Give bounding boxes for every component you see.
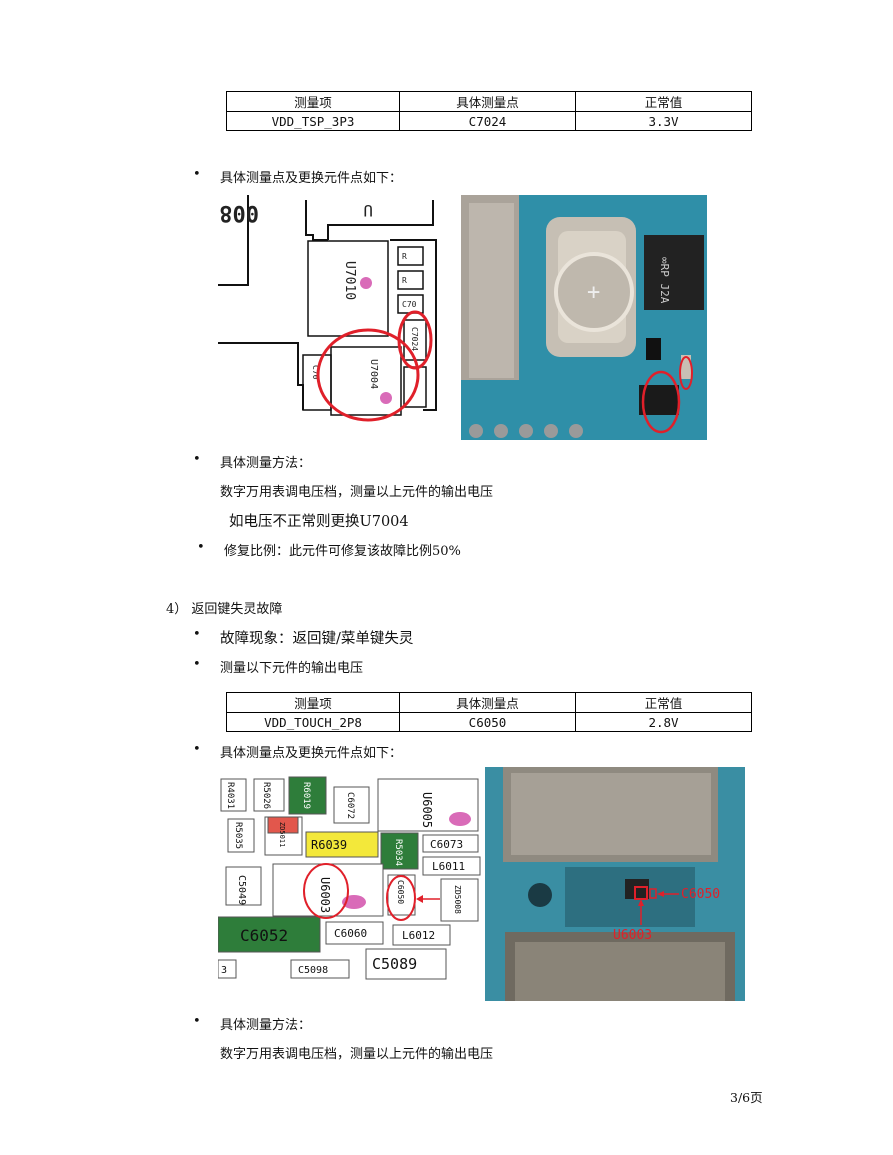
highlight-box xyxy=(649,888,657,899)
label-c6060: C6060 xyxy=(334,927,367,940)
measurement-table-1: 测量项 具体测量点 正常值 VDD_TSP_3P3 C7024 3.3V xyxy=(226,91,752,131)
diagram1-label-c7024: C7024 xyxy=(410,327,419,351)
page-number: 3/6页 xyxy=(730,1090,763,1105)
method-text-1: 数字万用表调电压档，测量以上元件的输出电压 xyxy=(220,485,494,500)
diagram1-label-top-mid: U xyxy=(363,201,373,220)
highlight-circle xyxy=(641,370,681,434)
label-r5026: R5026 xyxy=(261,782,271,809)
label-c6052: C6052 xyxy=(240,926,288,945)
table1-cell-point: C7024 xyxy=(399,111,576,131)
label-c3: 3 xyxy=(221,965,227,976)
diagram1-label-u7010: U7010 xyxy=(342,261,357,300)
label-c6073: C6073 xyxy=(430,838,463,851)
plus-icon: + xyxy=(587,280,600,305)
table1-cell-normal: 3.3V xyxy=(575,111,752,131)
bullet-method-label-1: •具体测量方法： xyxy=(193,452,312,471)
measure-point-marker xyxy=(360,277,372,289)
label-u6005: U6005 xyxy=(420,792,434,828)
section-heading-4: 4） 返回键失灵故障 xyxy=(166,602,283,617)
arrow-head xyxy=(416,895,423,903)
highlight-circle xyxy=(303,863,349,919)
label-r6019: R6019 xyxy=(301,782,311,809)
table2-cell-point: C6050 xyxy=(399,712,576,732)
table2-cell-normal: 2.8V xyxy=(575,712,752,732)
bullet-symptom: •故障现象：返回键/菜单键失灵 xyxy=(193,627,414,647)
highlight-circle xyxy=(397,310,433,370)
diagram1-label-u7004: U7004 xyxy=(368,359,379,389)
table2-header-point: 具体测量点 xyxy=(399,692,576,713)
label-c6050-photo: C6050 xyxy=(681,887,720,902)
table1-header-normal: 正常值 xyxy=(575,91,752,112)
measure-point-marker xyxy=(449,812,471,826)
table1-cell-item: VDD_TSP_3P3 xyxy=(226,111,400,131)
table1-header-item: 测量项 xyxy=(226,91,400,112)
label-r6039: R6039 xyxy=(311,838,347,852)
arrow-head xyxy=(657,891,664,897)
label-l6011: L6011 xyxy=(432,860,465,873)
chip-marking: ∞RP J2A xyxy=(658,257,671,304)
arrow-head xyxy=(638,899,644,906)
pcb-photo-1: + ∞RP J2A xyxy=(461,195,707,440)
measure-point-marker xyxy=(380,392,392,404)
bullet-measure: •测量以下元件的输出电压 xyxy=(193,657,364,676)
label-c6050: C6050 xyxy=(396,880,405,904)
table2-header-item: 测量项 xyxy=(226,692,400,713)
pcb-photo-2: C6050 U6003 xyxy=(485,767,745,1001)
table2-header-normal: 正常值 xyxy=(575,692,752,713)
label-l6012: L6012 xyxy=(402,929,435,942)
diagram1-label-c70x: C70 xyxy=(402,300,417,309)
table2-cell-item: VDD_TOUCH_2P8 xyxy=(226,712,400,732)
label-c6072: C6072 xyxy=(345,792,355,819)
label-r5035: R5035 xyxy=(233,822,243,849)
table1-header-point: 具体测量点 xyxy=(399,91,576,112)
label-u6003-photo: U6003 xyxy=(613,928,652,943)
bullet-method-label-2: •具体测量方法： xyxy=(193,1014,312,1033)
diagram1-label-top-left: 008 xyxy=(219,200,259,225)
label-zd5011: ZD5011 xyxy=(278,822,286,847)
label-zd5008: ZD5008 xyxy=(453,885,462,914)
highlight-circle xyxy=(386,875,416,921)
measurement-table-2: 测量项 具体测量点 正常值 VDD_TOUCH_2P8 C6050 2.8V xyxy=(226,692,752,732)
diagram1-label-r2: R xyxy=(402,276,407,285)
schematic-diagram-2: R4031 R5026 R6019 C6072 U6005 R5035 ZD50… xyxy=(218,767,482,1001)
method-text-2: 数字万用表调电压档，测量以上元件的输出电压 xyxy=(220,1047,494,1062)
replace-text: 如电压不正常则更换U7004 xyxy=(229,514,409,530)
diagram1-label-r1: R xyxy=(402,252,407,261)
diagram1-label-left-comp: C70 xyxy=(311,365,320,380)
schematic-diagram-1: 008 U U7010 U7004 C7024 R R C70 C70 xyxy=(218,195,443,425)
label-r4031: R4031 xyxy=(225,782,235,809)
label-r5034: R5034 xyxy=(393,839,403,866)
highlight-circle xyxy=(316,328,420,422)
bullet-points-label-2: •具体测量点及更换元件点如下： xyxy=(193,742,403,761)
label-c5089: C5089 xyxy=(372,955,417,973)
label-c5098: C5098 xyxy=(298,965,328,976)
bullet-points-label-1: •具体测量点及更换元件点如下： xyxy=(193,167,403,186)
label-u6003: U6003 xyxy=(318,877,332,913)
label-c5049: C5049 xyxy=(236,875,247,905)
bullet-repair-ratio: •修复比例：此元件可修复该故障比例50% xyxy=(197,540,461,559)
highlight-circle xyxy=(679,356,693,390)
